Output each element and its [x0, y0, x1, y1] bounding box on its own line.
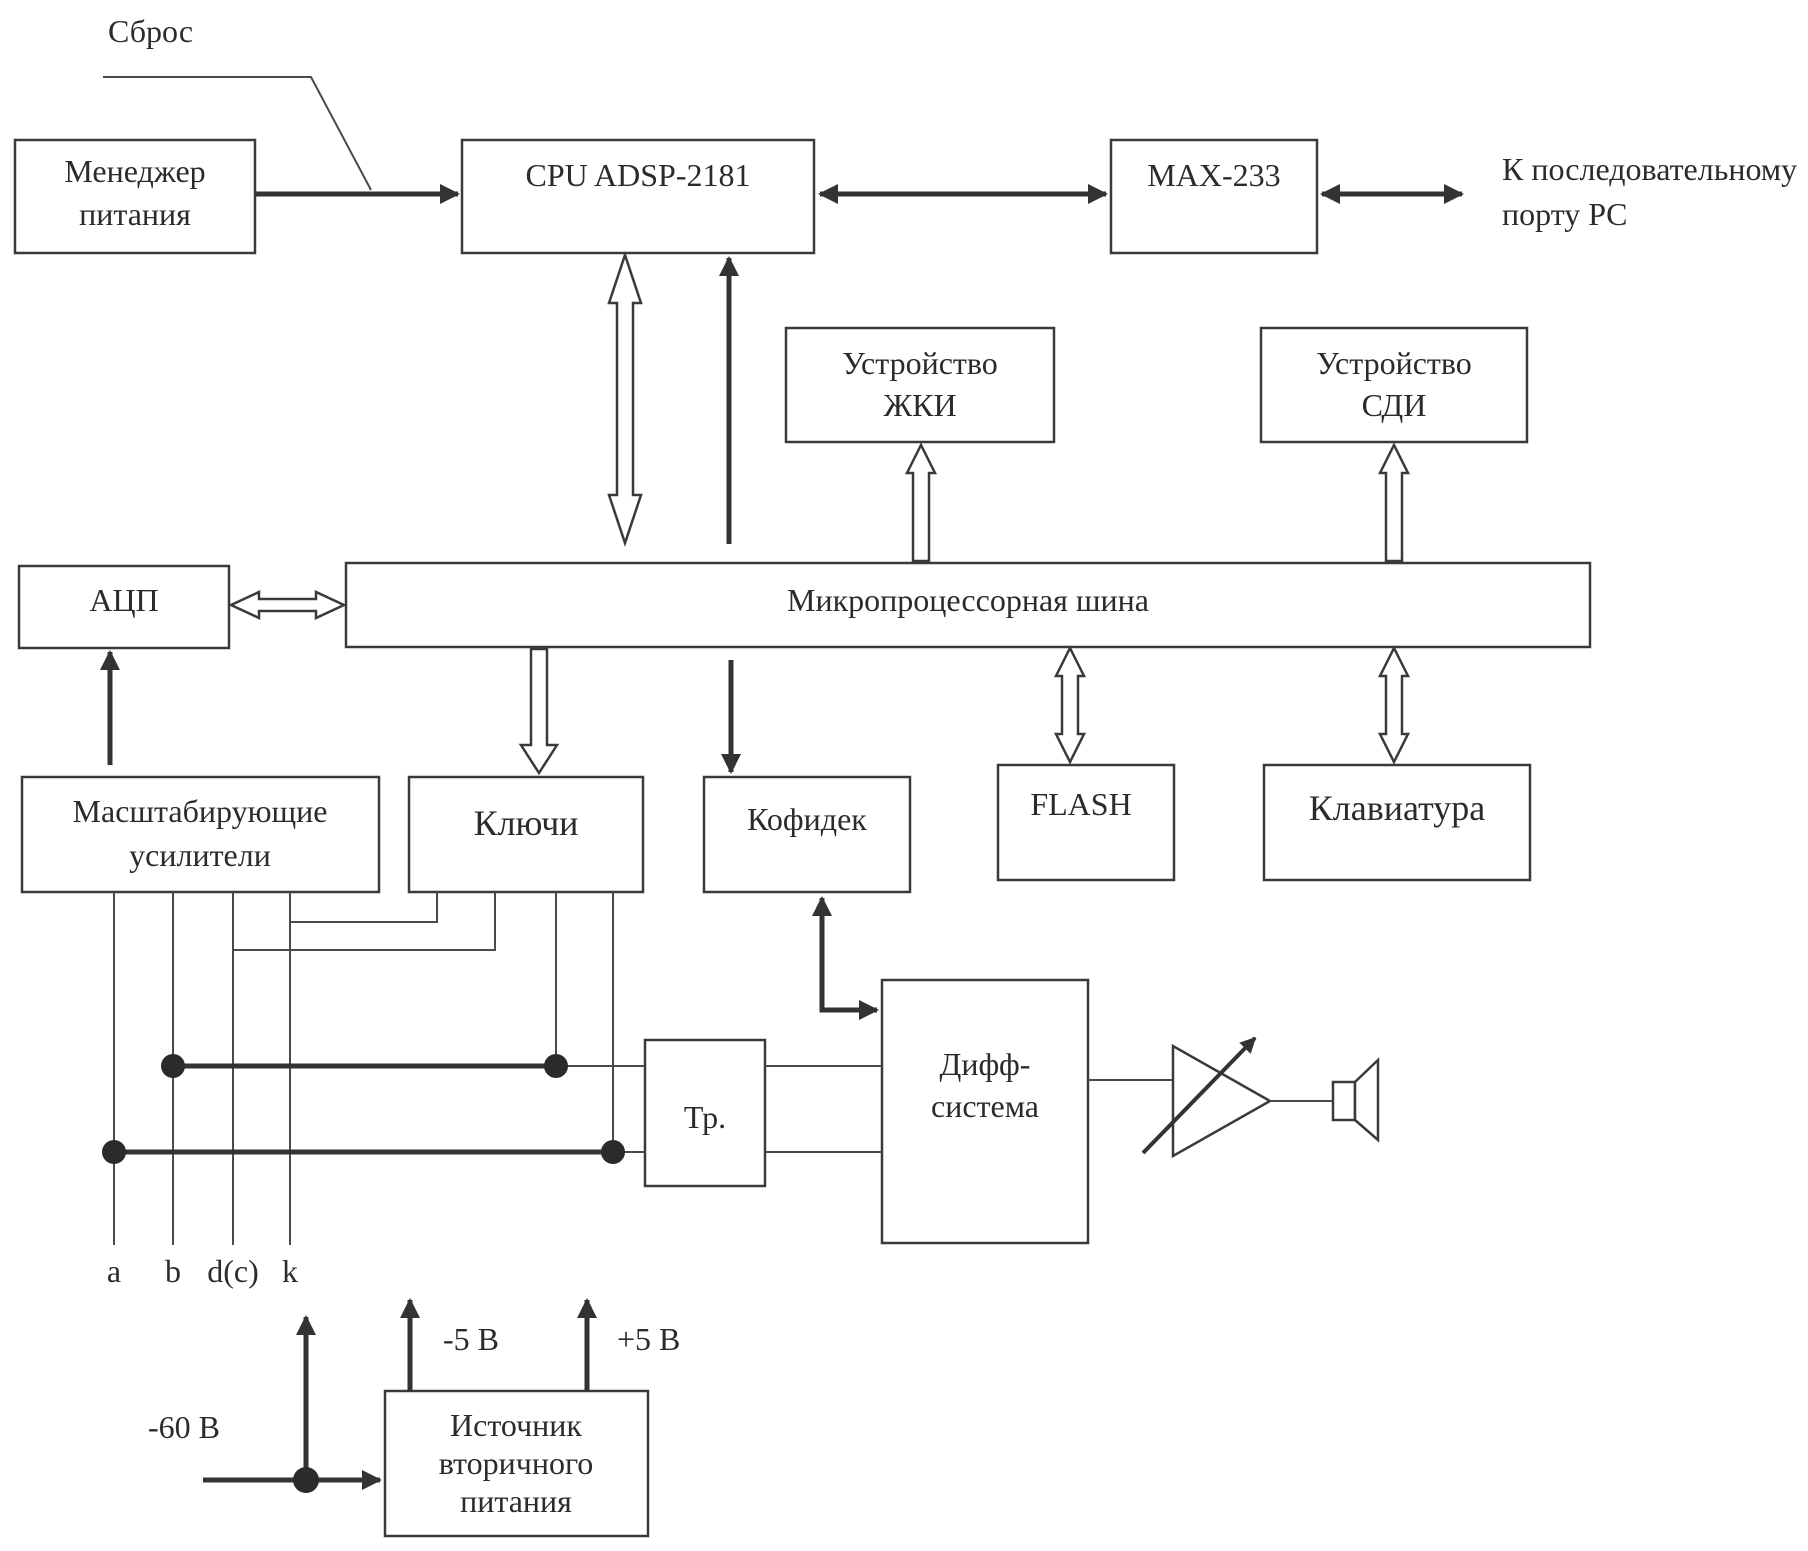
voltage-minus5-label: -5 В	[443, 1321, 499, 1357]
bus-lcd-hollow-arrow	[904, 442, 938, 563]
lcd-box	[784, 326, 1056, 444]
power-manager-label-1: Менеджер	[64, 153, 205, 189]
keys-label: Ключи	[474, 803, 579, 843]
power-manager-label-2: питания	[79, 196, 191, 232]
secondary-power-label-2: вторичного	[439, 1445, 594, 1481]
bus-keys-hollow-arrow	[518, 647, 560, 776]
transformer-box	[643, 1038, 767, 1188]
bus-box	[344, 561, 1592, 649]
amplifier-variable-arrow	[1141, 1036, 1257, 1155]
keys-to-k-line	[290, 892, 438, 923]
junction-keys-1	[544, 1054, 568, 1078]
junction-b	[161, 1054, 185, 1078]
keyboard-box	[1262, 763, 1532, 882]
line-label-a: a	[107, 1253, 121, 1289]
secondary-power-box	[383, 1389, 650, 1538]
cpu-box	[460, 138, 816, 255]
led-label-2: СДИ	[1362, 387, 1427, 423]
diff-system-box	[880, 978, 1090, 1245]
keyboard-label: Клавиатура	[1309, 788, 1486, 828]
line-label-b: b	[165, 1253, 181, 1289]
bus-keyboard-hollow-arrow	[1377, 645, 1411, 765]
codec-diff-arrow	[812, 896, 879, 1020]
voltage-plus5-label: +5 В	[617, 1321, 680, 1357]
bus-led-hollow-arrow	[1377, 442, 1411, 563]
secondary-power-label-3: питания	[460, 1483, 572, 1519]
line-label-k: k	[282, 1253, 298, 1289]
cpu-bus-hollow-arrow	[607, 251, 643, 547]
diff-label-2: система	[931, 1088, 1039, 1124]
variable-amplifier-icon	[1171, 1043, 1273, 1159]
reset-label: Сброс	[108, 13, 193, 49]
cpu-label: CPU ADSP-2181	[526, 157, 751, 193]
power-manager-box	[13, 138, 257, 255]
adc-bus-hollow-arrow	[228, 590, 347, 620]
pc-port-label-2: порту PC	[1502, 196, 1627, 232]
lcd-label-2: ЖКИ	[883, 387, 956, 423]
voltage-minus60-label: -60 В	[148, 1409, 220, 1445]
led-label-1: Устройство	[1316, 345, 1472, 381]
diff-label-1: Дифф-	[940, 1046, 1031, 1082]
amplifiers-box	[20, 775, 381, 894]
max233-box	[1109, 138, 1319, 255]
keys-to-dc-line	[233, 892, 496, 951]
junction-keys-2	[601, 1140, 625, 1164]
lcd-label-1: Устройство	[842, 345, 998, 381]
reset-line	[103, 76, 372, 191]
max233-label: MAX-233	[1147, 157, 1280, 193]
codec-label: Кофидек	[747, 801, 867, 837]
transformer-label: Тр.	[684, 1099, 726, 1135]
bus-label: Микропроцессорная шина	[787, 582, 1149, 618]
flash-label: FLASH	[1030, 786, 1131, 822]
led-box	[1259, 326, 1529, 444]
junction-minus60	[293, 1467, 319, 1493]
keys-box	[407, 775, 645, 894]
adc-label: АЦП	[89, 582, 158, 618]
junction-a	[102, 1140, 126, 1164]
pc-port-label-1: К последовательному	[1502, 151, 1797, 187]
speaker-icon	[1331, 1057, 1380, 1143]
amplifiers-label-2: усилители	[129, 837, 271, 873]
line-label-dc: d(c)	[207, 1253, 259, 1289]
amplifiers-label-1: Масштабирующие	[73, 793, 328, 829]
secondary-power-label-1: Источник	[450, 1407, 582, 1443]
adc-box	[17, 564, 231, 650]
bus-flash-hollow-arrow	[1053, 645, 1087, 765]
codec-box	[702, 775, 912, 894]
flash-box	[996, 763, 1176, 882]
